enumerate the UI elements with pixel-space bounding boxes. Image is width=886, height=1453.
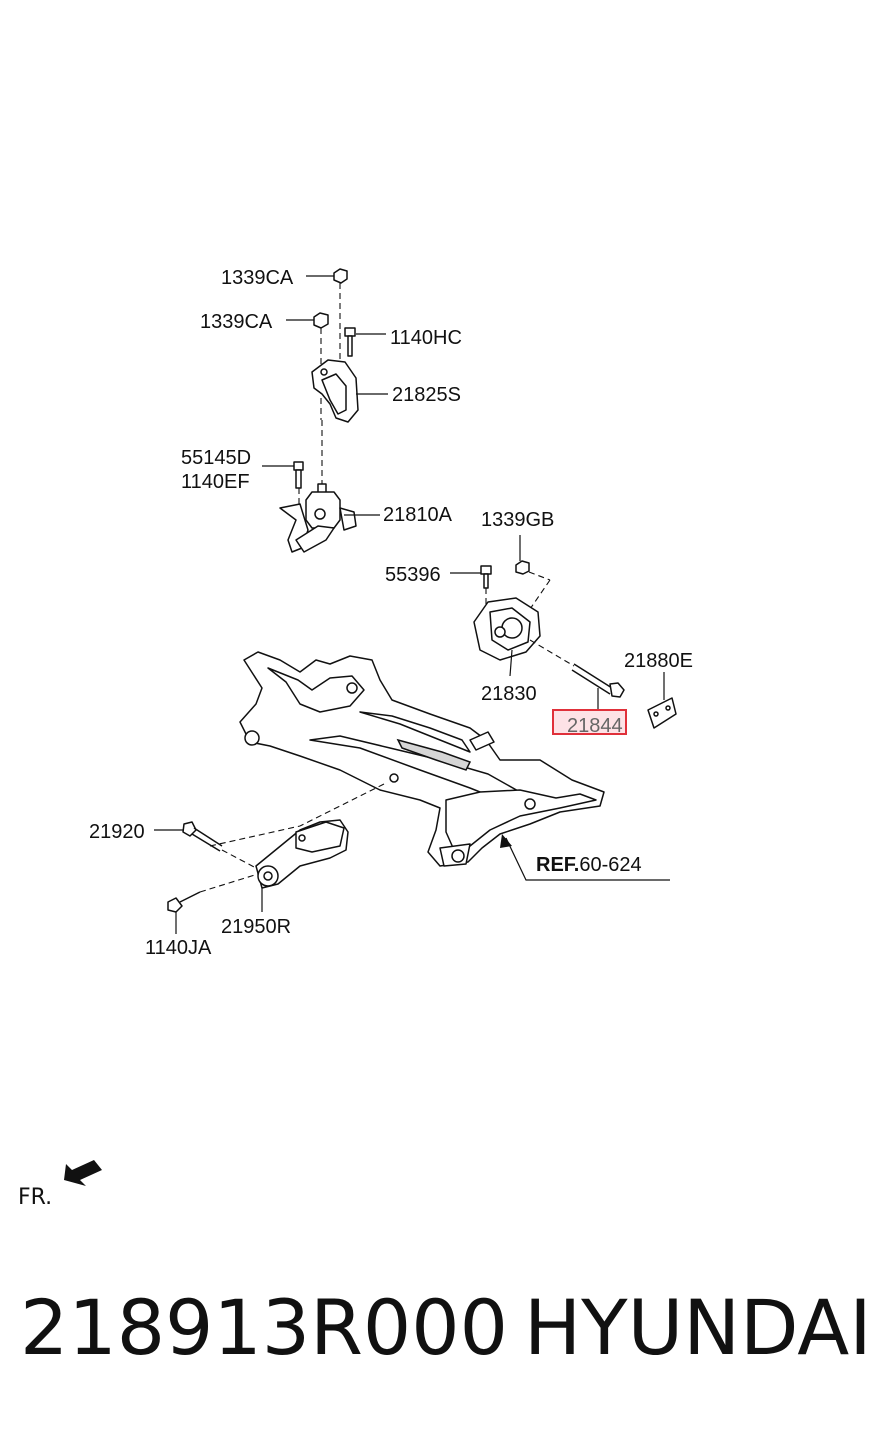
callout-1140ef: 1140EF (181, 471, 250, 493)
reference-label: REF.60-624 (536, 854, 642, 876)
callout-21920: 21920 (89, 821, 145, 843)
bolt-21920 (154, 821, 223, 852)
roll-rod-21950r (154, 783, 385, 934)
nut-1339ca-top (306, 268, 348, 284)
callout-1339ca-mid: 1339CA (200, 311, 273, 333)
bolt-55145d (262, 461, 304, 489)
nut-1339ca-mid (286, 312, 329, 329)
footer-brand: HYUNDAI (524, 1283, 872, 1372)
mount-21810a (262, 420, 380, 553)
callout-21825s: 21825S (392, 384, 461, 406)
callout-55145d: 55145D (181, 447, 251, 469)
highlight-box-21844 (552, 709, 627, 735)
callout-21880e: 21880E (624, 650, 693, 672)
footer-part-number: 218913R000 (20, 1283, 508, 1372)
bracket-21825s (286, 268, 388, 423)
plate-21880e (647, 672, 677, 729)
callout-1339ca-top: 1339CA (221, 267, 294, 289)
callout-1140hc: 1140HC (390, 327, 462, 349)
callout-55396: 55396 (385, 564, 441, 586)
front-arrow-icon (64, 1160, 102, 1186)
callout-21810a: 21810A (383, 504, 453, 526)
callout-1140ja: 1140JA (145, 937, 212, 959)
reference-code: 60-624 (579, 854, 641, 876)
front-direction-indicator: FR. (18, 1160, 102, 1210)
mount-21830 (450, 535, 677, 729)
bolt-21844 (571, 663, 625, 710)
bolt-55396 (450, 565, 492, 589)
front-label: FR. (18, 1185, 52, 1210)
bolt-1140ja (167, 891, 201, 934)
ref-leader (500, 834, 670, 881)
callout-21844: 21844 (567, 715, 623, 737)
reference-prefix: REF. (536, 854, 579, 876)
subframe (239, 651, 605, 867)
bolt-1140hc (344, 327, 386, 357)
nut-1339gb (515, 535, 530, 575)
callout-21950r: 21950R (221, 916, 291, 938)
callout-21830: 21830 (481, 683, 537, 705)
callout-1339gb: 1339GB (481, 509, 554, 531)
